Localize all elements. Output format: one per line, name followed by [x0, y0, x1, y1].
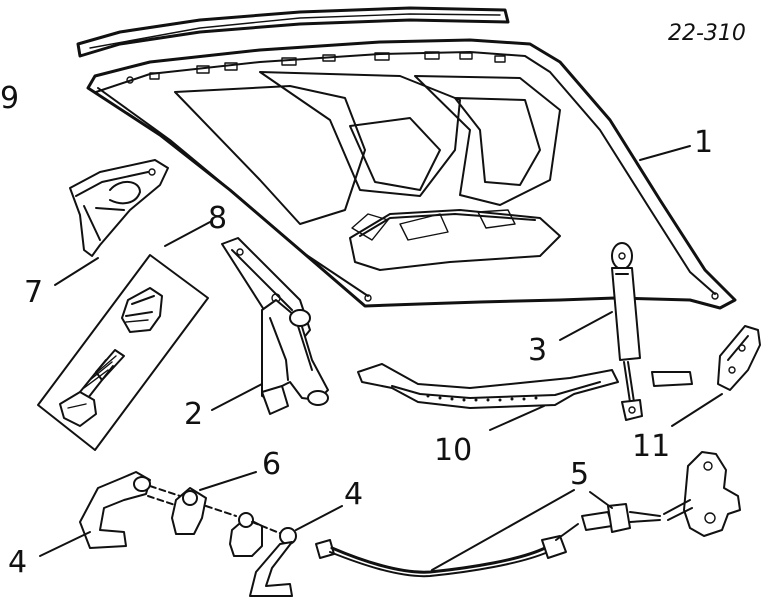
leader-4b [295, 505, 343, 531]
callout-8: 6 [262, 447, 281, 482]
part-2-hinge [221, 237, 329, 415]
leader-11 [671, 393, 723, 427]
leader-8 [199, 471, 257, 491]
leader-3 [559, 311, 613, 341]
part-6-bolt-set [37, 254, 209, 451]
leader-7b [589, 491, 613, 509]
callout-3: 3 [528, 333, 547, 368]
part-1-hood-panel [86, 38, 737, 310]
part-8-clip-upper [171, 487, 207, 535]
linkage-dash-4 [251, 521, 283, 535]
linkage-dash-1 [149, 485, 181, 497]
leader-1 [639, 145, 691, 161]
leader-5 [54, 257, 99, 286]
leader-7a [431, 489, 575, 571]
leader-4a [39, 531, 91, 557]
callout-2: 2 [184, 397, 203, 432]
lock-assembly [663, 451, 741, 537]
callout-4-left: 4 [8, 545, 27, 580]
callout-1: 1 [694, 125, 713, 160]
part-9-seal-strip [76, 6, 510, 58]
linkage-dash-3 [205, 505, 237, 517]
part-4-lever-left [79, 471, 151, 549]
reference-code: 22-310 [668, 21, 746, 46]
callout-10: 10 [434, 433, 472, 468]
linkage-dash-2 [147, 495, 179, 507]
leader-6 [164, 221, 211, 247]
leader-2 [211, 383, 263, 411]
callout-11: 11 [632, 429, 670, 464]
part-7-release-cable [315, 503, 661, 578]
part-5-latch-bracket [69, 159, 169, 257]
part-3-gas-strut [611, 242, 643, 421]
part-11-bracket [717, 325, 761, 391]
callout-6: 8 [208, 201, 227, 236]
part-8-clip-lower [229, 512, 263, 557]
callout-5: 7 [24, 275, 43, 310]
callout-4-right: 4 [344, 477, 363, 512]
leader-10 [489, 405, 545, 431]
part-4-lever-right [249, 527, 297, 597]
callout-9: 9 [0, 81, 19, 116]
callout-7: 5 [570, 457, 589, 492]
part-10-support-rail [357, 363, 693, 409]
